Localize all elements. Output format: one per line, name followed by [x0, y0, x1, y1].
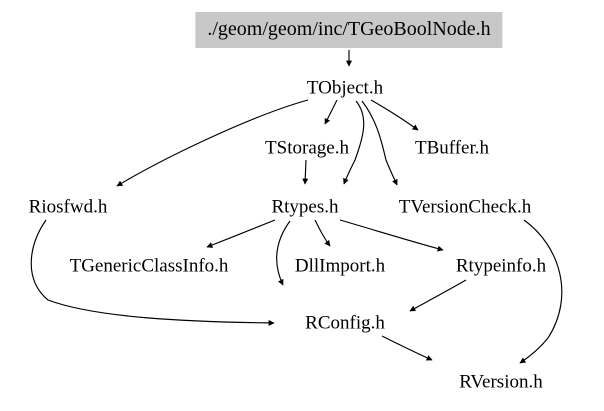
graph-node-dllimport[interactable]: DllImport.h — [294, 255, 386, 277]
edge-tobject-to-tbuffer — [370, 99, 419, 131]
edge-tobject-to-riosfwd — [116, 99, 309, 187]
edge-tobject-to-tversioncheck — [361, 100, 398, 186]
graph-node-tbuffer[interactable]: TBuffer.h — [414, 137, 490, 159]
edge-tversioncheck-to-rversion — [519, 219, 563, 364]
graph-node-tgenericclassinfo[interactable]: TGenericClassInfo.h — [69, 255, 229, 277]
edge-rtypes-to-tgenericclassinfo — [206, 219, 276, 248]
graph-node-rtypes[interactable]: Rtypes.h — [271, 196, 339, 218]
graph-node-rtypeinfo[interactable]: Rtypeinfo.h — [455, 255, 547, 277]
graph-node-tstorage[interactable]: TStorage.h — [265, 137, 349, 159]
edge-rconfig-to-rversion — [381, 335, 433, 361]
graph-node-root[interactable]: ./geom/geom/inc/TGeoBoolNode.h — [195, 12, 503, 48]
graph-node-tversioncheck[interactable]: TVersionCheck.h — [398, 196, 532, 218]
edge-rtypes-to-dllimport — [314, 219, 331, 247]
edge-rtypes-to-rconfig — [276, 220, 291, 286]
graph-node-rconfig[interactable]: RConfig.h — [305, 312, 385, 334]
edge-tstorage-to-rtypes — [302, 159, 309, 185]
edge-tobject-to-rtypes — [343, 100, 365, 185]
graph-node-tobject[interactable]: TObject.h — [306, 77, 384, 99]
graph-node-riosfwd[interactable]: Riosfwd.h — [28, 196, 108, 218]
edge-tobject-to-tstorage — [324, 99, 338, 125]
edge-rtypes-to-rtypeinfo — [339, 219, 444, 252]
edge-riosfwd-to-rconfig — [30, 219, 275, 326]
graph-node-rversion[interactable]: RVersion.h — [459, 371, 543, 393]
edge-rtypeinfo-to-rconfig — [409, 279, 467, 312]
